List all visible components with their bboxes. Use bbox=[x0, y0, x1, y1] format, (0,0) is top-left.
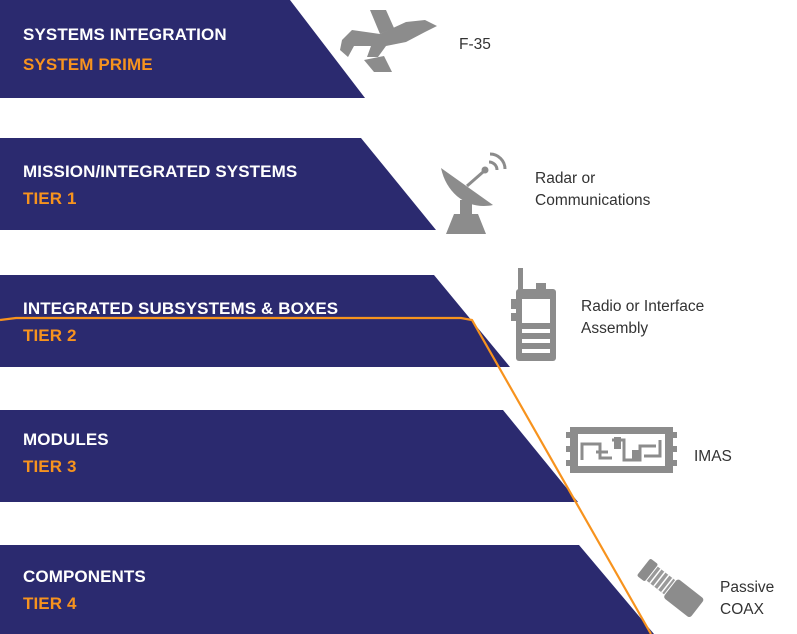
tier-subtitle-tier-2: TIER 2 bbox=[23, 326, 77, 345]
tier-title-tier-3: MODULES bbox=[23, 430, 109, 449]
tier-banner-tier-1 bbox=[0, 138, 436, 230]
tier-banner-tier-4 bbox=[0, 545, 654, 634]
supply-chain-line bbox=[0, 316, 652, 634]
fighter-jet-icon bbox=[340, 10, 437, 72]
item-label-line: Radio or Interface bbox=[581, 298, 705, 315]
item-label-line: Communications bbox=[535, 192, 651, 209]
item-label-radar: Radar or Communications bbox=[535, 168, 650, 212]
item-label-line: Passive bbox=[720, 579, 775, 596]
tier-banner-system-prime bbox=[0, 0, 365, 98]
tier-subtitle-tier-4: TIER 4 bbox=[23, 594, 77, 613]
circuit-board-icon bbox=[566, 427, 677, 473]
item-label-f35: F-35 bbox=[459, 34, 491, 56]
tier-banner-tier-2 bbox=[0, 275, 510, 367]
item-label-line: IMAS bbox=[694, 448, 732, 465]
item-label-line: Radar or bbox=[535, 170, 596, 187]
item-label-line: Assembly bbox=[581, 320, 649, 337]
item-label-coax: Passive COAX bbox=[720, 577, 774, 621]
tier-banner-tier-3 bbox=[0, 410, 578, 502]
item-label-radio: Radio or Interface Assembly bbox=[581, 296, 704, 340]
tier-title-system-prime: SYSTEMS INTEGRATION bbox=[23, 25, 227, 44]
tier-subtitle-tier-3: TIER 3 bbox=[23, 457, 77, 476]
handheld-radio-icon bbox=[511, 268, 556, 361]
item-label-imas: IMAS bbox=[694, 446, 732, 468]
item-label-line: F-35 bbox=[459, 36, 491, 53]
tier-title-tier-1: MISSION/INTEGRATED SYSTEMS bbox=[23, 162, 298, 181]
item-label-line: COAX bbox=[720, 601, 764, 618]
tier-subtitle-system-prime: SYSTEM PRIME bbox=[23, 55, 153, 74]
tier-title-tier-2: INTEGRATED SUBSYSTEMS & BOXES bbox=[23, 299, 339, 318]
coax-connector-icon bbox=[637, 559, 704, 618]
tier-title-tier-4: COMPONENTS bbox=[23, 567, 146, 586]
satellite-dish-icon bbox=[441, 152, 507, 234]
tier-subtitle-tier-1: TIER 1 bbox=[23, 189, 77, 208]
